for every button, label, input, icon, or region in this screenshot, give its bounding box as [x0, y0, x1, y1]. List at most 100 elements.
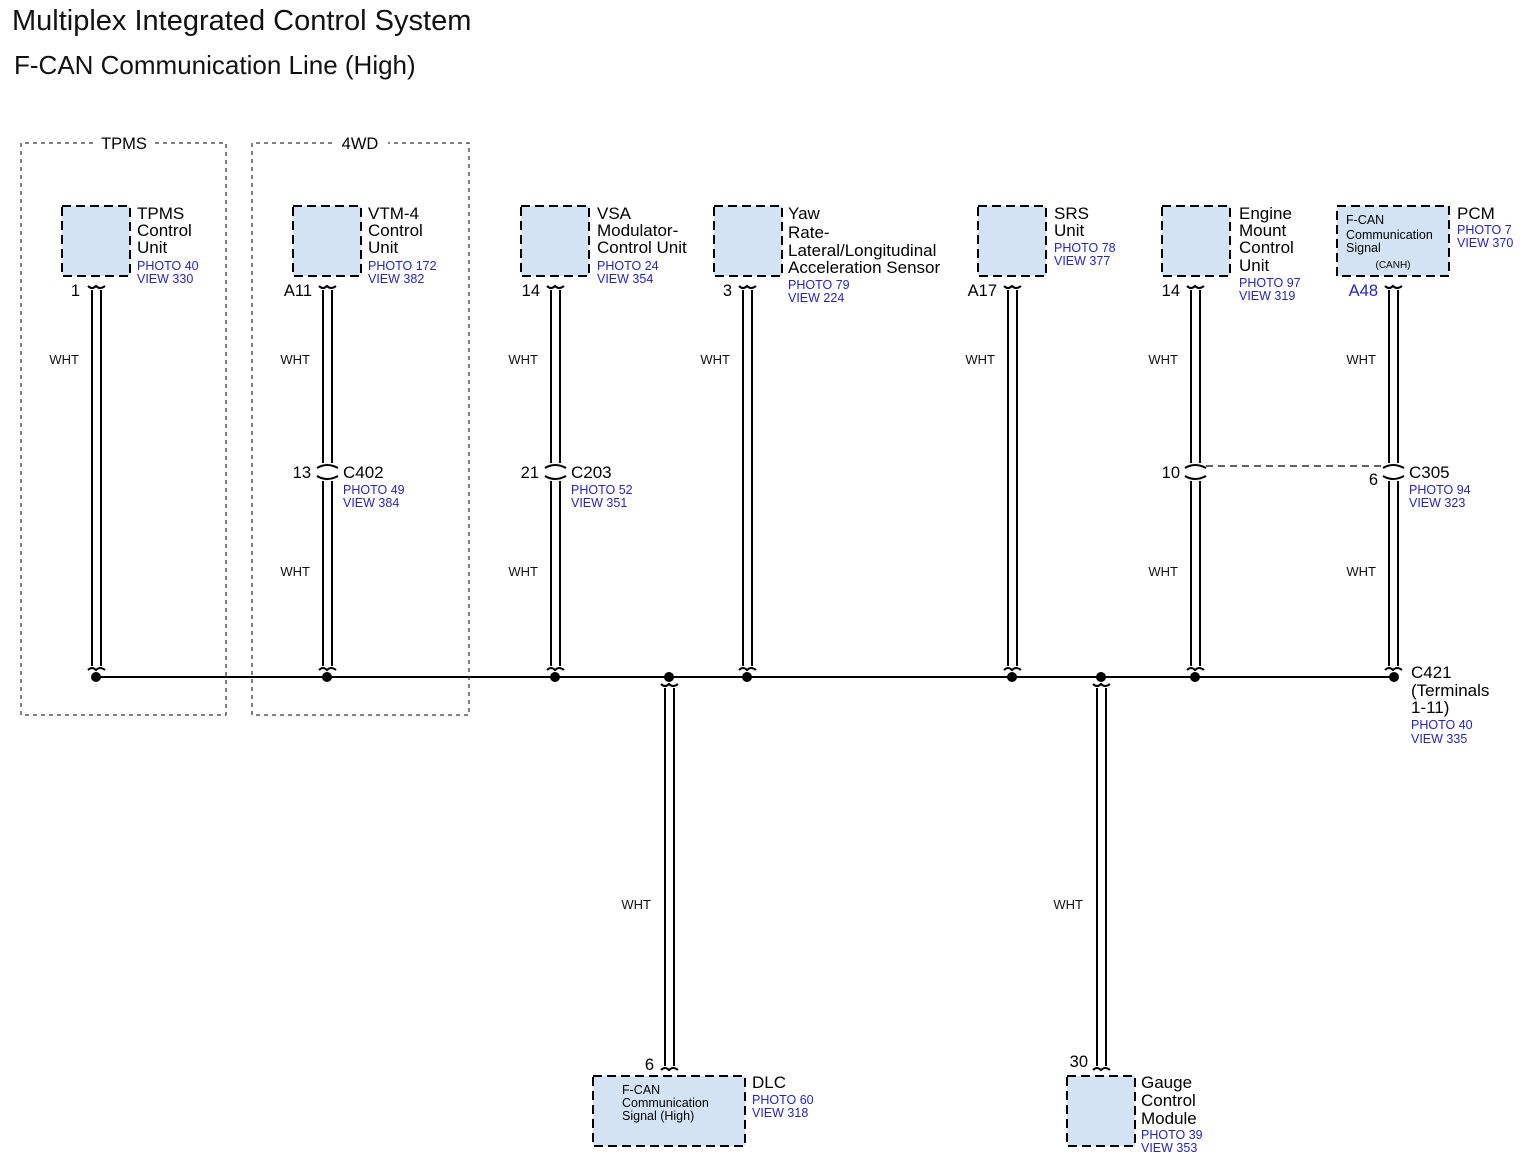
wire-color-label: WHT: [280, 564, 310, 579]
engine-mount-name-1: Engine: [1239, 204, 1292, 223]
vsa-name-2: Modulator-: [597, 221, 678, 240]
tpms-name-2: Control: [137, 221, 192, 240]
pcm-view-ref: VIEW 370: [1457, 236, 1513, 250]
wire-color-label: WHT: [700, 352, 730, 367]
vtm4-name-1: VTM-4: [368, 204, 419, 223]
splice-dot: [322, 672, 332, 682]
tpms-name-1: TPMS: [137, 204, 184, 223]
gauge-name-2: Control: [1141, 1091, 1196, 1110]
yaw-photo-ref: PHOTO 79: [788, 278, 850, 292]
group-label-tpms: TPMS: [101, 135, 147, 153]
c421-view-ref: VIEW 335: [1411, 732, 1467, 746]
splice-dot: [1096, 672, 1106, 682]
srs-photo-ref: PHOTO 78: [1054, 241, 1116, 255]
pcm-box: [1336, 205, 1450, 277]
splice-dot: [742, 672, 752, 682]
vsa-name-1: VSA: [597, 204, 632, 223]
splice-dot: [664, 672, 674, 682]
srs-pin: A17: [968, 282, 997, 300]
yaw-name-4: Acceleration Sensor: [788, 258, 940, 277]
engine-mount-name-2: Mount: [1239, 221, 1287, 240]
vsa-unit-box: [520, 205, 590, 277]
group-label-4wd: 4WD: [342, 135, 379, 153]
pcm-name: PCM: [1457, 204, 1495, 223]
dlc-view-ref: VIEW 318: [752, 1106, 808, 1120]
c203-pin: 21: [521, 464, 539, 482]
c402-pin: 13: [293, 464, 311, 482]
gauge-name-3: Module: [1141, 1109, 1197, 1128]
engine-mount-name-3: Control: [1239, 238, 1294, 257]
wire-color-label: WHT: [621, 897, 651, 912]
pcm-box-text-3: Signal: [1346, 241, 1381, 255]
page-title: Multiplex Integrated Control System: [12, 5, 471, 37]
gauge-view-ref: VIEW 353: [1141, 1141, 1197, 1155]
c421-detail-2: 1-11): [1411, 698, 1449, 717]
gauge-photo-ref: PHOTO 39: [1141, 1128, 1203, 1142]
yaw-sensor-box: [713, 205, 783, 277]
engine-mount-box: [1161, 205, 1231, 277]
tpms-name-3: Unit: [137, 238, 168, 257]
pcm-pin: A48: [1349, 282, 1378, 300]
wires: [91, 290, 1399, 1066]
tpms-photo-ref: PHOTO 40: [137, 259, 199, 273]
c421-name: C421: [1411, 663, 1452, 682]
splice-dot: [91, 672, 101, 682]
c421-photo-ref: PHOTO 40: [1411, 718, 1473, 732]
vsa-name-3: Control Unit: [597, 238, 687, 257]
splice-dot: [550, 672, 560, 682]
dlc-box-text-2: Communication: [622, 1096, 709, 1110]
c402-photo-ref: PHOTO 49: [343, 483, 405, 497]
tpms-control-unit-box: [61, 205, 131, 277]
gauge-module-box: [1066, 1075, 1136, 1147]
wire-color-label: WHT: [1148, 564, 1178, 579]
wire-color-label: WHT: [1148, 352, 1178, 367]
wire-terminals: [87, 284, 1403, 1072]
group-tpms: TPMS: [20, 135, 227, 716]
vsa-pin: 14: [522, 282, 540, 300]
group-4wd: 4WD: [251, 135, 470, 716]
engine-mount-photo-ref: PHOTO 97: [1239, 276, 1301, 290]
wire-color-label: WHT: [280, 352, 310, 367]
yaw-name-1: Yaw: [788, 204, 821, 223]
srs-name-2: Unit: [1054, 221, 1085, 240]
splice-dot: [1007, 672, 1017, 682]
wire-color-label: WHT: [508, 352, 538, 367]
pcm-box-text-2: Communication: [1346, 228, 1433, 242]
gauge-name-1: Gauge: [1141, 1073, 1192, 1092]
tpms-pin: 1: [71, 282, 80, 300]
engine-mount-view-ref: VIEW 319: [1239, 289, 1295, 303]
dlc-photo-ref: PHOTO 60: [752, 1093, 814, 1107]
srs-unit-box: [977, 205, 1047, 277]
inline-connector-marks: [316, 464, 1405, 480]
yaw-name-2: Rate-: [788, 223, 830, 242]
pcm-box-sub: (CANH): [1376, 260, 1411, 271]
splice-dot: [1389, 672, 1399, 682]
wire-color-label: WHT: [1053, 897, 1083, 912]
engine-mount-pin: 14: [1162, 282, 1180, 300]
dlc-pin: 6: [645, 1056, 654, 1074]
dlc-name: DLC: [752, 1073, 786, 1092]
wire-color-label: WHT: [1346, 352, 1376, 367]
c305-pin-left: 10: [1162, 464, 1180, 482]
pcm-box-text-1: F-CAN: [1346, 213, 1384, 227]
c203-view-ref: VIEW 351: [571, 496, 627, 510]
vtm4-pin: A11: [284, 282, 312, 300]
wire-color-label: WHT: [965, 352, 995, 367]
c203-name: C203: [571, 463, 612, 482]
c402-name: C402: [343, 463, 384, 482]
dlc-box-text-3: Signal (High): [622, 1109, 694, 1123]
splice-dot: [1190, 672, 1200, 682]
vtm4-name-3: Unit: [368, 238, 399, 257]
yaw-pin: 3: [723, 282, 732, 300]
gauge-pin: 30: [1070, 1053, 1088, 1071]
tpms-view-ref: VIEW 330: [137, 272, 193, 286]
wire-color-label: WHT: [508, 564, 538, 579]
c305-view-ref: VIEW 323: [1409, 496, 1465, 510]
c305-name: C305: [1409, 463, 1450, 482]
srs-view-ref: VIEW 377: [1054, 254, 1110, 268]
c305-pin-right: 6: [1369, 471, 1378, 489]
srs-name-1: SRS: [1054, 204, 1089, 223]
wire-color-label: WHT: [1346, 564, 1376, 579]
vsa-photo-ref: PHOTO 24: [597, 259, 659, 273]
c402-view-ref: VIEW 384: [343, 496, 399, 510]
